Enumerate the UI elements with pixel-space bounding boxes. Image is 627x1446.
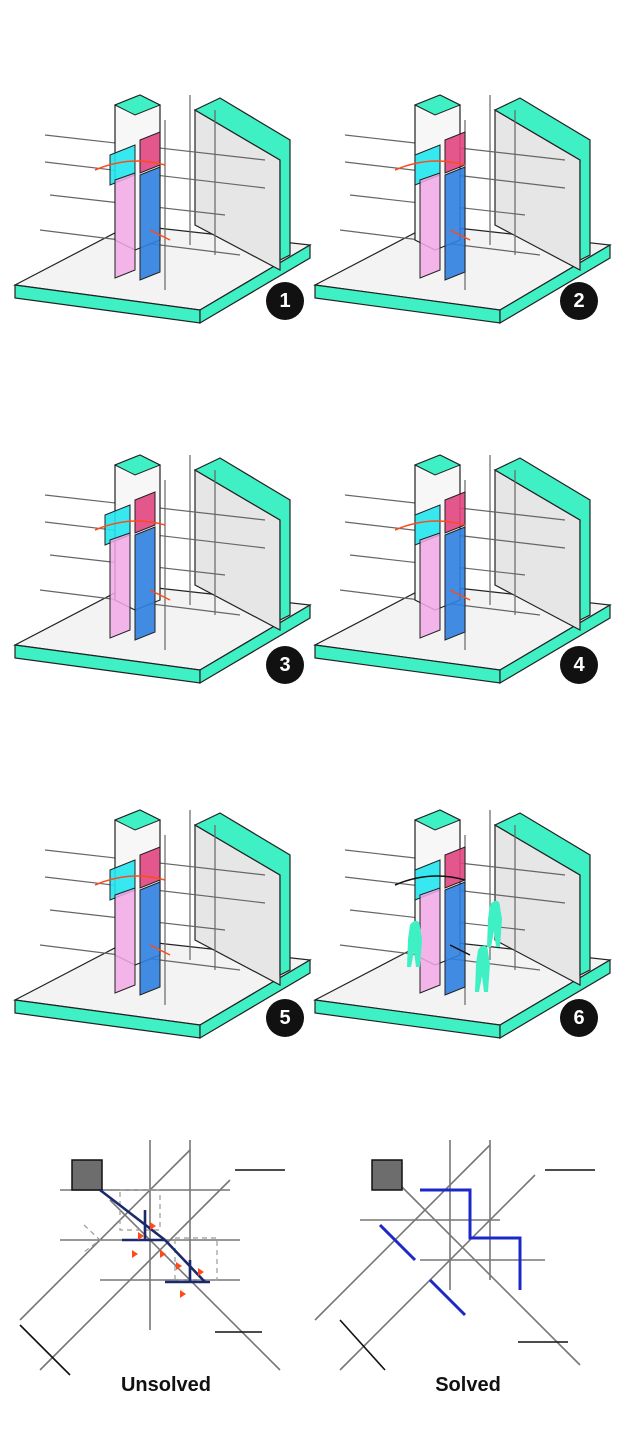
step-badge-3: 3: [266, 646, 304, 684]
core-cap: [113, 809, 162, 831]
wall-edge: [193, 97, 291, 261]
step-badge-4: 4: [560, 646, 598, 684]
column-icon: [71, 1159, 103, 1191]
magenta-panel: [134, 491, 156, 534]
person-figure-1: [407, 920, 422, 967]
core-cap: [413, 454, 462, 476]
step-5-diagram: [0, 755, 313, 1055]
pink-panel: [114, 887, 136, 994]
core-cap: [413, 809, 462, 831]
wall-edge: [193, 812, 291, 976]
rotation-arrow: [394, 520, 466, 531]
step-badge-6: 6: [560, 999, 598, 1037]
pink-panel: [419, 532, 441, 639]
wall-edge: [193, 457, 291, 621]
rotation-arrow: [94, 160, 166, 171]
pink-panel: [419, 172, 441, 279]
rotation-arrow: [394, 875, 466, 886]
blue-panel: [444, 881, 466, 996]
core-cap: [113, 94, 162, 116]
blue-panel: [139, 166, 161, 281]
step-badge-5: 5: [266, 999, 304, 1037]
slide-arrow: [449, 229, 471, 241]
wall-edge: [493, 97, 591, 261]
solved-plan: [300, 1130, 613, 1380]
step-badge-2: 2: [560, 282, 598, 320]
slide-arrow: [149, 229, 171, 241]
blue-panel: [444, 526, 466, 641]
pink-panel: [109, 532, 131, 639]
rotation-arrow: [94, 520, 166, 531]
blue-panel: [134, 526, 156, 641]
pink-panel: [419, 887, 441, 994]
rotation-arrow: [394, 160, 466, 171]
step-2-diagram: [300, 40, 613, 340]
slide-arrow: [449, 944, 471, 956]
slide-arrow: [149, 944, 171, 956]
step-3-diagram: [0, 400, 313, 700]
core-cap: [413, 94, 462, 116]
blue-panel: [139, 881, 161, 996]
unsolved-caption: Unsolved: [120, 1374, 212, 1396]
wall-edge: [493, 457, 591, 621]
wall-edge: [493, 812, 591, 976]
person-figure-2: [487, 900, 502, 947]
pink-panel: [114, 172, 136, 279]
unsolved-plan: [0, 1130, 313, 1380]
column-icon: [371, 1159, 403, 1191]
person-figure-3: [475, 945, 490, 992]
rotation-arrow: [94, 875, 166, 886]
step-badge-1: 1: [266, 282, 304, 320]
slide-arrow: [449, 589, 471, 601]
step-6-diagram: [300, 755, 613, 1055]
step-4-diagram: [300, 400, 613, 700]
blue-panel: [444, 166, 466, 281]
solved-caption: Solved: [435, 1374, 501, 1396]
core-cap: [113, 454, 162, 476]
slide-arrow: [149, 589, 171, 601]
step-1-diagram: [0, 40, 313, 340]
